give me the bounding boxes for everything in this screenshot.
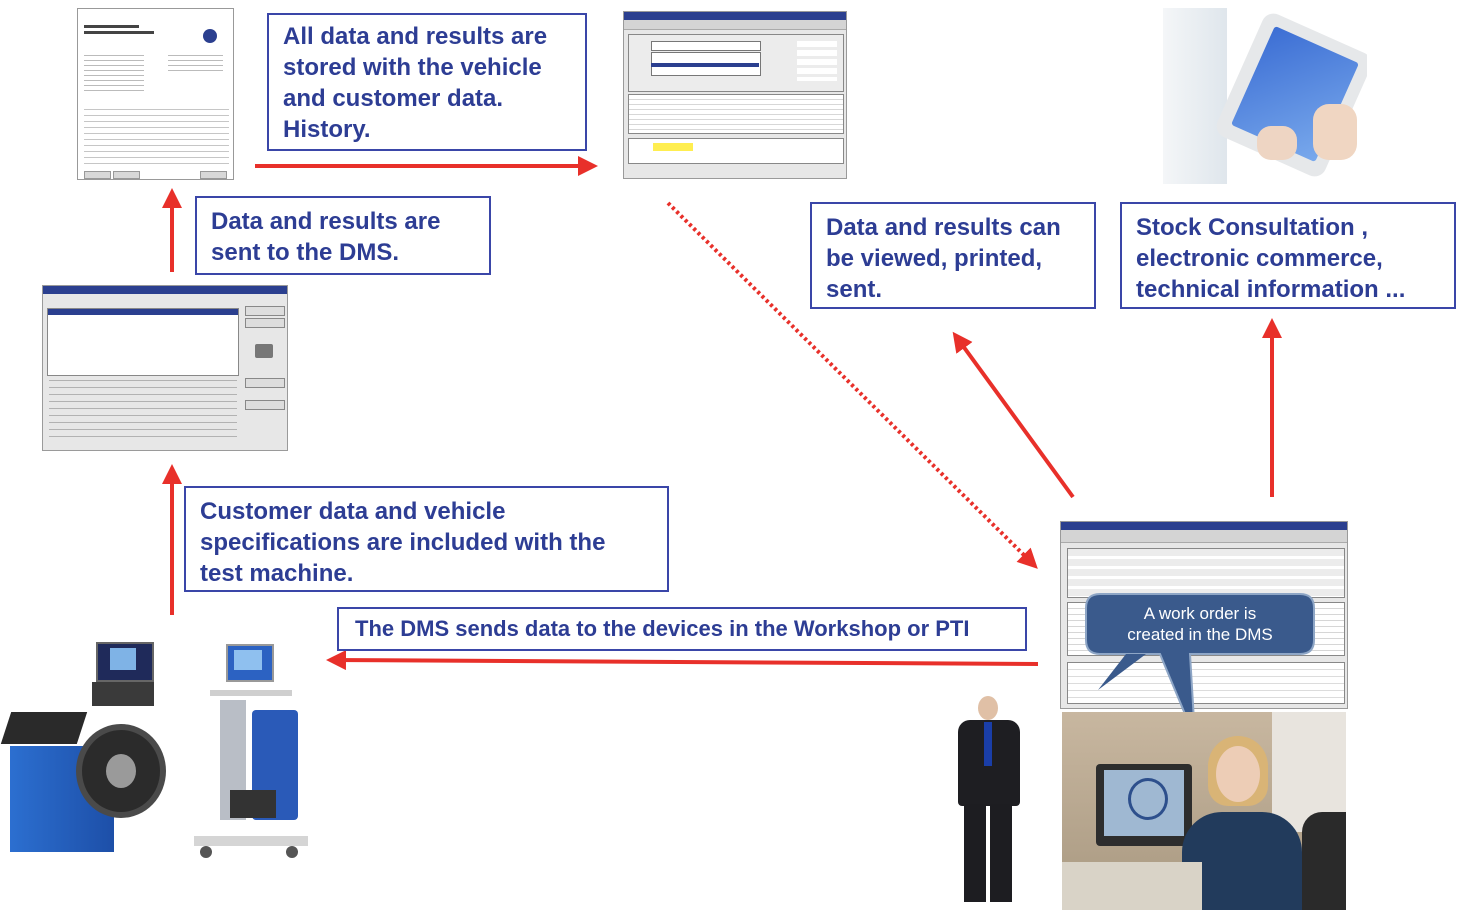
arrow-up-to-viewed [952,331,1075,499]
customer-data-box: Customer data and vehicle specifications… [184,486,669,592]
standing-man [952,696,1026,904]
callout-text: A work order is created in the DMS [1127,604,1273,644]
dms-history-screen [623,11,847,179]
stock-consultation-box: Stock Consultation , electronic commerce… [1120,202,1456,309]
rsa-logo-icon [1128,778,1168,820]
dms-office-photo [1062,712,1346,910]
viewed-printed-box: Data and results can be viewed, printed,… [810,202,1096,309]
test-protocol-document [77,8,234,180]
printer-icon [255,344,273,358]
dms-sends-box: The DMS sends data to the devices in the… [337,607,1027,651]
test-machine-software-screen [42,285,288,451]
stored-data-box: All data and results are stored with the… [267,13,587,151]
sent-to-dms-box: Data and results are sent to the DMS. [195,196,491,275]
wheel-balancer-machine [0,640,176,864]
arrow-dms-to-devices [326,650,1039,671]
logo-icon [203,29,217,43]
arrow-dotted-to-workorder [666,201,1038,569]
diagnostic-test-stand [186,640,312,865]
tablet-photo [1163,8,1367,184]
